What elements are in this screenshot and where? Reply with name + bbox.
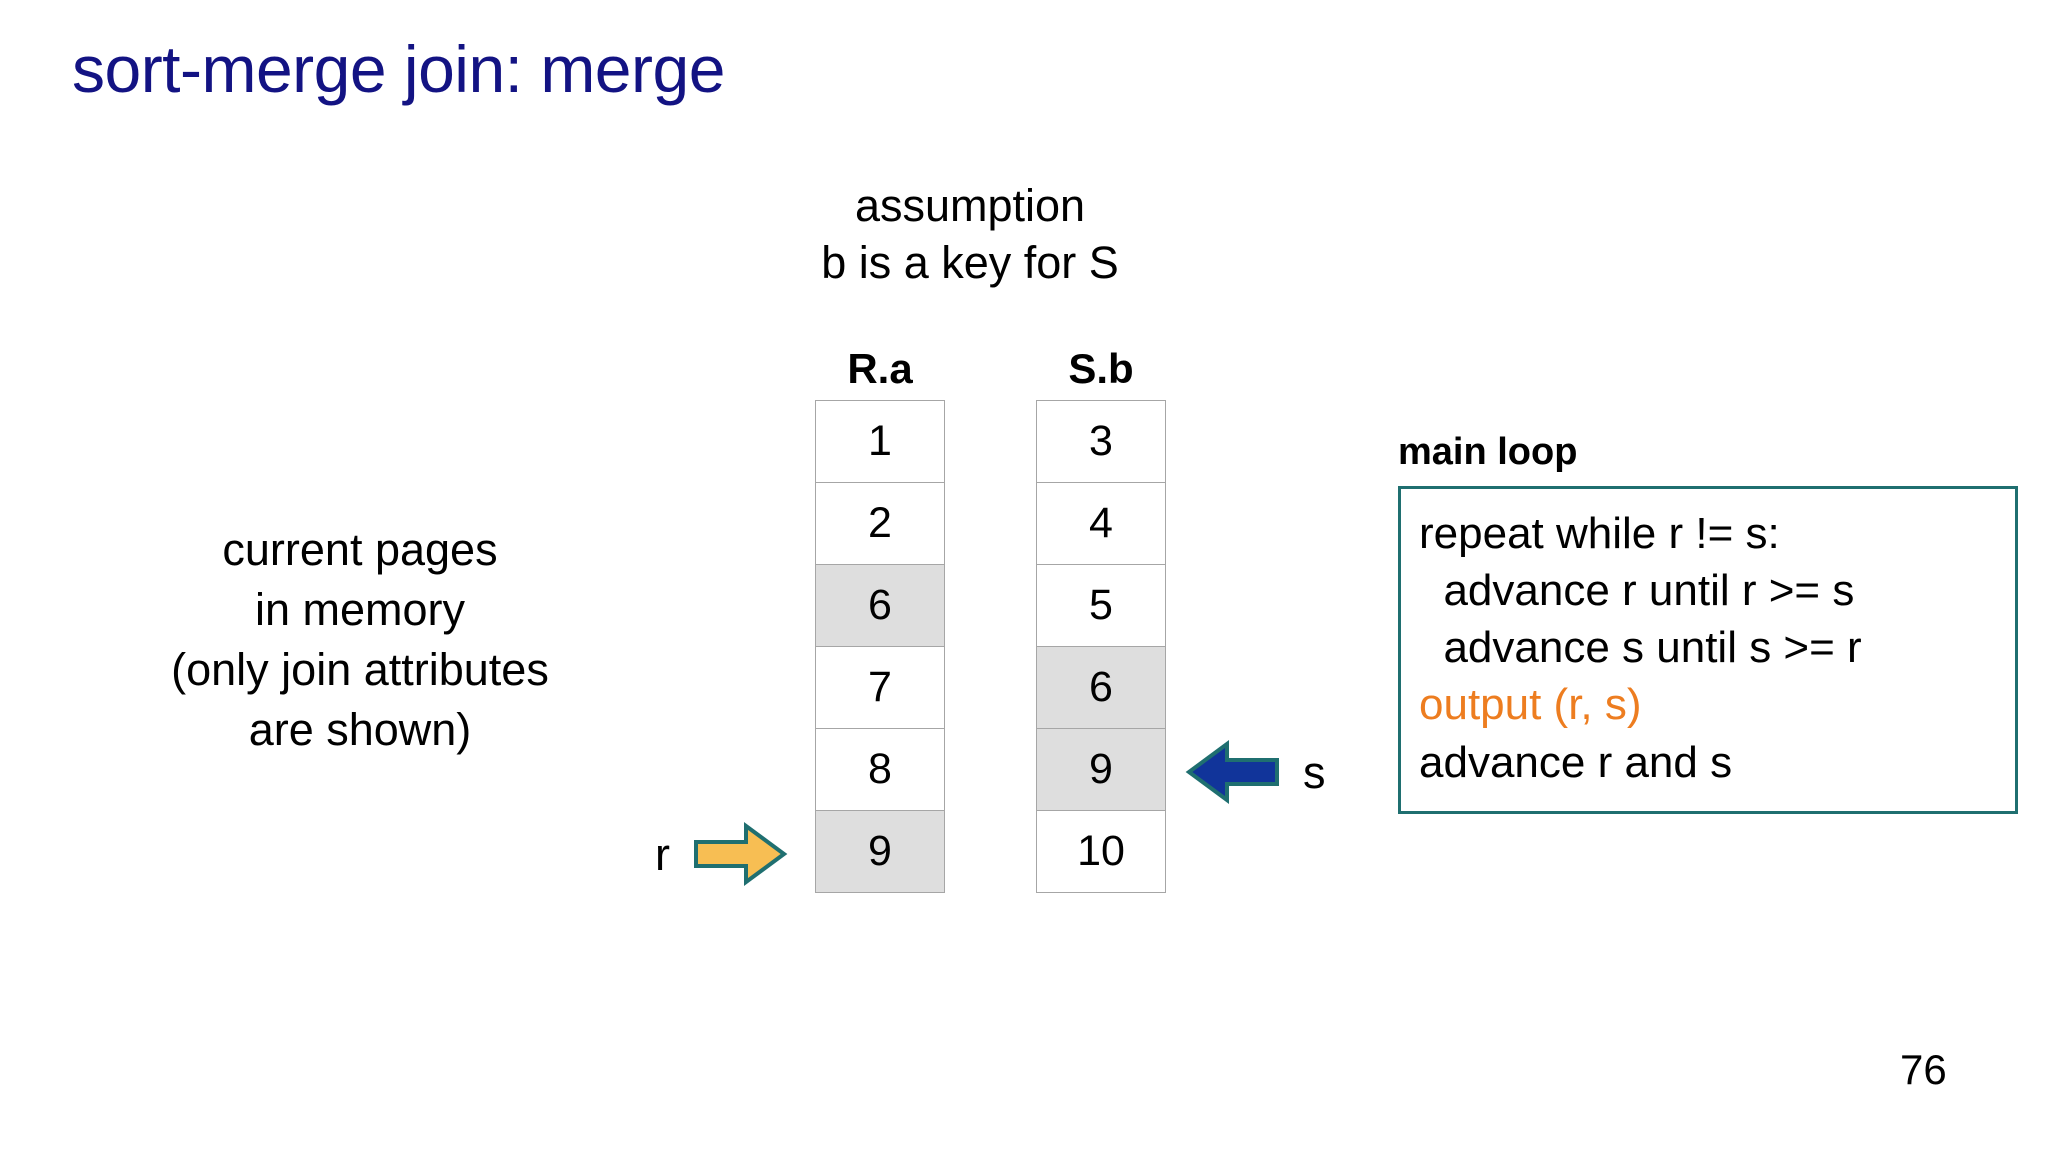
code-line: advance r until r >= s [1419, 565, 1855, 615]
arrow-right-shape [694, 822, 788, 886]
table-cell-value: 7 [815, 646, 945, 729]
table-cell-value: 6 [1036, 646, 1166, 729]
main-loop-title: main loop [1398, 431, 1578, 473]
table-row: 5 [1036, 564, 1166, 647]
table-row: 7 [815, 646, 945, 729]
table-row: 1 [815, 400, 945, 483]
pointer-s: s [1185, 740, 1326, 804]
table-row: 6 [1036, 646, 1166, 729]
page-number: 76 [1900, 1046, 1947, 1093]
table-row: 2 [815, 482, 945, 565]
table-row: 9 [815, 810, 945, 893]
table-row: 9 [1036, 728, 1166, 811]
column-header-ra: R.a [847, 345, 913, 392]
table-cell-value: 1 [815, 400, 945, 483]
table-row: 10 [1036, 810, 1166, 893]
code-line-output: output (r, s) [1419, 680, 1642, 730]
pointer-r-label: r [655, 828, 670, 880]
main-loop-code-lines: repeat while r != s: advance r until r >… [1419, 505, 1997, 791]
code-line: advance r and s [1419, 737, 1733, 787]
assumption-line-1: assumption [854, 180, 1086, 231]
assumption-line-2: b is a key for S [821, 236, 1119, 288]
arrow-left-shape [1185, 740, 1279, 804]
pointer-s-label: s [1303, 746, 1326, 798]
table-cell-value: 9 [1036, 728, 1166, 811]
table-cell-value: 10 [1036, 810, 1166, 893]
table-cell-value: 5 [1036, 564, 1166, 647]
table-cell-value: 2 [815, 482, 945, 565]
page-title: sort-merge join: merge [72, 32, 725, 106]
main-loop-panel: main loop repeat while r != s: advance r… [1398, 431, 2018, 814]
caption-line-3: (only join attributes [171, 643, 549, 695]
table-row: 3 [1036, 400, 1166, 483]
table-row: 4 [1036, 482, 1166, 565]
code-line: repeat while r != s: [1419, 508, 1780, 558]
caption-line-4: are shown) [248, 703, 472, 755]
table-cell-value: 8 [815, 728, 945, 811]
pointer-r: r [655, 822, 788, 886]
caption-line-2: in memory [254, 583, 466, 635]
main-loop-code-box: repeat while r != s: advance r until r >… [1398, 485, 2018, 814]
assumption-note: assumption b is a key for S [760, 178, 1180, 291]
table-cell-value: 4 [1036, 482, 1166, 565]
table-cell-value: 3 [1036, 400, 1166, 483]
table-row: 6 [815, 564, 945, 647]
arrow-right-icon [694, 822, 788, 886]
caption-line-1: current pages [222, 524, 498, 575]
table-cell-value: 9 [815, 810, 945, 893]
column-header-sb: S.b [1068, 345, 1134, 392]
table-cell-value: 6 [815, 564, 945, 647]
code-line: advance s until s >= r [1419, 623, 1862, 673]
table-row: 8 [815, 728, 945, 811]
arrow-left-icon [1185, 740, 1279, 804]
current-pages-caption: current pages in memory (only join attri… [60, 520, 660, 759]
